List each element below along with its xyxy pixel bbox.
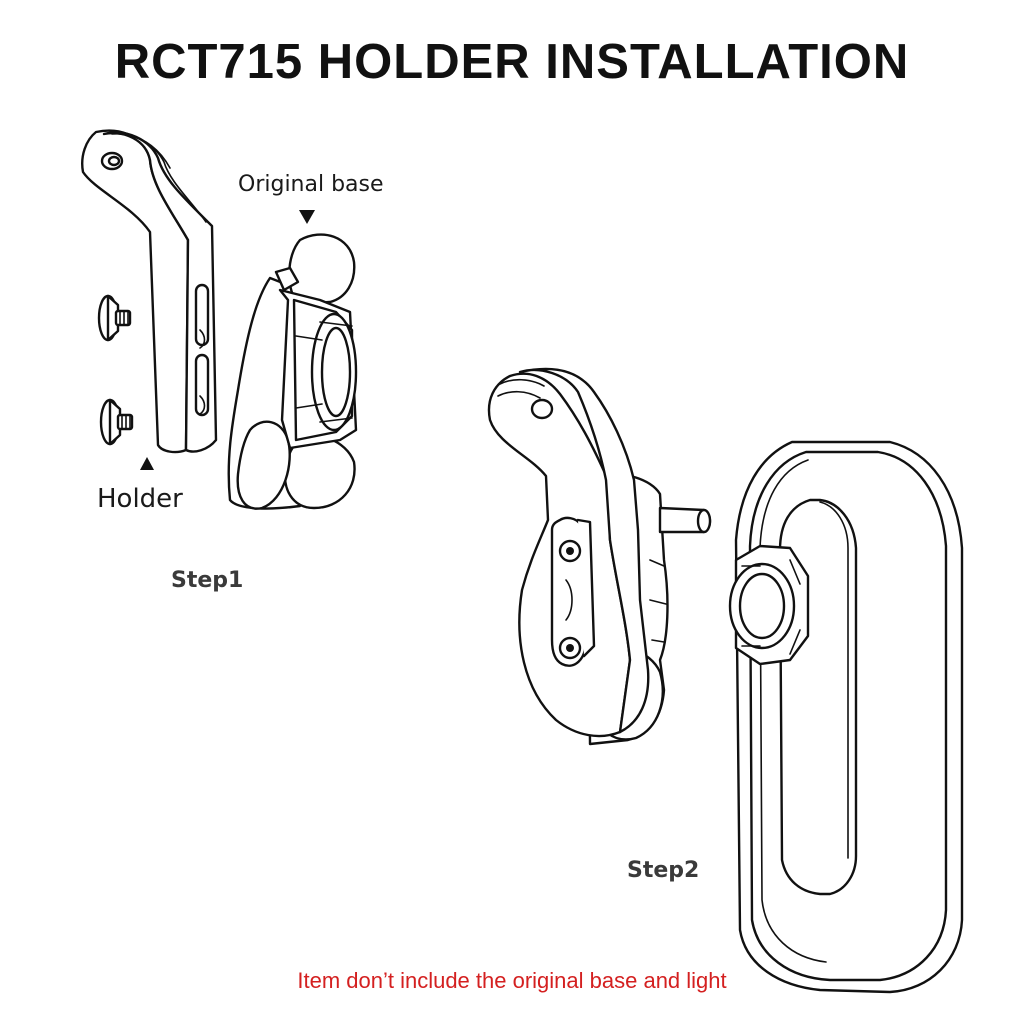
light-mount-drawing [728, 544, 810, 666]
arrow-down-icon [299, 210, 315, 224]
assembled-holder-drawing [487, 367, 650, 738]
original-base-drawing [227, 233, 358, 510]
screw-bottom-drawing [99, 398, 134, 446]
screw-top-drawing [97, 294, 132, 342]
arrow-up-icon [140, 457, 154, 470]
step1-illustration [81, 129, 358, 510]
holder-bracket-drawing [81, 129, 218, 454]
holder-label: Holder [97, 484, 183, 514]
disclaimer-note: Item don’t include the original base and… [297, 968, 727, 993]
step1-label: Step1 [171, 568, 244, 593]
step2-illustration [487, 367, 964, 994]
original-base-label: Original base [238, 172, 384, 197]
page-title: RCT715 HOLDER INSTALLATION [114, 35, 910, 89]
light-body-drawing [734, 440, 964, 994]
step2-label: Step2 [627, 858, 700, 883]
